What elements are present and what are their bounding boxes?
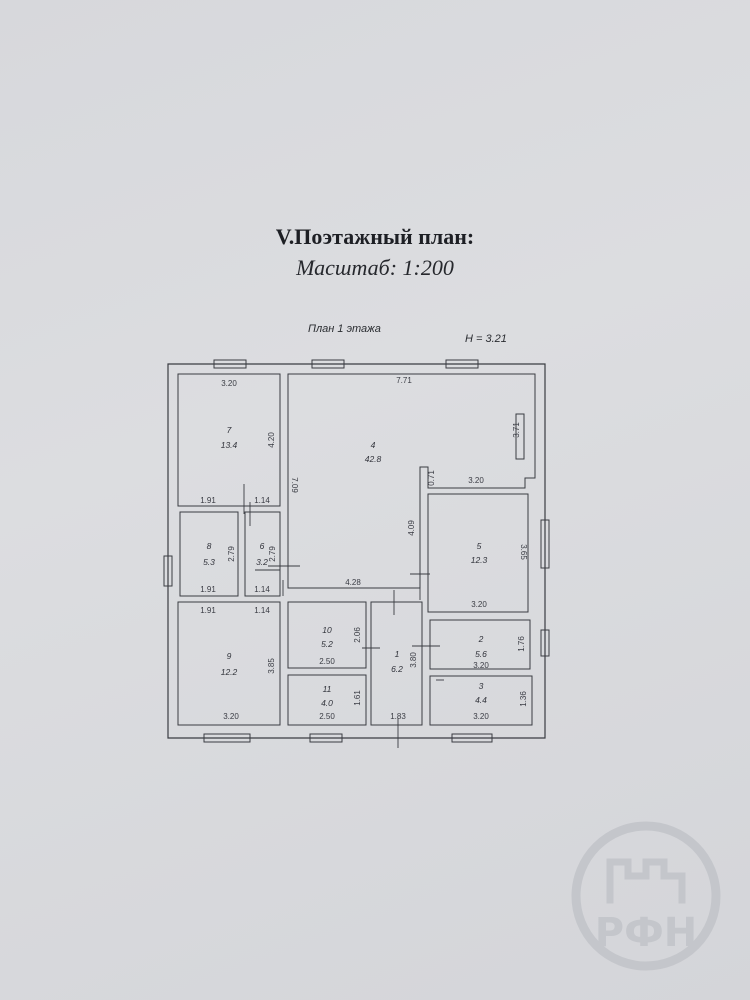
dim-r10-side: 2.06 [353, 627, 362, 643]
room-9-area: 12.2 [221, 667, 238, 677]
room-8-number: 8 [207, 541, 212, 551]
room-2-number: 2 [478, 634, 484, 644]
dim-r5-bottom: 3.20 [471, 600, 487, 609]
dim-r9-side: 3.85 [267, 658, 276, 674]
room-2-outline [429, 619, 531, 670]
logo-letters: РФН [595, 910, 697, 956]
dim-r4-right: 3.71 [512, 422, 521, 438]
dim-r1-bottom: 1.83 [390, 712, 406, 721]
dim-r4-inner: 4.09 [407, 520, 416, 536]
room-4-number: 4 [371, 440, 376, 450]
dim-r11-bottom: 2.50 [319, 712, 335, 721]
room-5-area: 12.3 [471, 555, 488, 565]
dim-r10-bottom: 2.50 [319, 657, 335, 666]
room-5-outline [427, 493, 529, 613]
dimension-labels: 3.20 4.20 1.91 1.14 2.79 2.79 1.91 1.14 … [200, 376, 528, 721]
room-1-area: 6.2 [391, 664, 403, 674]
room-11-number: 11 [323, 684, 332, 694]
room-8-outline [179, 511, 239, 597]
dim-r4-notch: 0.71 [427, 470, 436, 486]
room-9-number: 9 [227, 651, 232, 661]
room-6-area: 3.2 [256, 557, 268, 567]
room-3-number: 3 [479, 681, 484, 691]
dim-r7-bottom: 1.91 [200, 496, 216, 505]
room-labels: 7 13.4 4 42.8 8 5.3 6 3.2 5 12.3 9 12.2 … [203, 425, 487, 708]
room-11-outline [287, 674, 367, 726]
room-10-outline [287, 601, 367, 669]
room-6-number: 6 [260, 541, 265, 551]
room-4-area: 42.8 [365, 454, 382, 464]
dim-r3-bottom: 3.20 [473, 712, 489, 721]
room-3-area: 4.4 [475, 695, 487, 705]
room-1-number: 1 [395, 649, 400, 659]
room-7-number: 7 [227, 425, 232, 435]
dim-r9-top: 1.91 [200, 606, 216, 615]
dim-r6-side: 2.79 [268, 546, 277, 562]
room-7-outline [177, 373, 281, 507]
windows [163, 359, 550, 743]
doors [243, 484, 444, 748]
dim-r3-side: 1.36 [519, 691, 528, 707]
room-6-outline [244, 511, 281, 597]
room-3-outline [429, 675, 533, 726]
dim-r6-top: 1.14 [254, 496, 270, 505]
room-10-area: 5.2 [321, 639, 333, 649]
dim-r11-side: 1.61 [353, 690, 362, 706]
dim-r9-top2: 1.14 [254, 606, 270, 615]
room-1-outline [370, 601, 423, 726]
room-2-area: 5.6 [475, 649, 487, 659]
room-11-area: 4.0 [321, 698, 333, 708]
dim-r1-side: 3.80 [409, 652, 418, 668]
scale-label: Масштаб: 1:200 [296, 255, 454, 280]
dim-r5-top: 3.20 [468, 476, 484, 485]
dim-r8-bottom: 1.91 [200, 585, 216, 594]
plan-caption: План 1 этажа [308, 323, 381, 335]
dim-r7-top: 3.20 [221, 379, 237, 388]
dim-r2-side: 1.76 [517, 636, 526, 652]
org-logo-watermark: РФН [571, 821, 721, 971]
dim-r6-bottom: 1.14 [254, 585, 270, 594]
dim-r7-side: 4.20 [267, 432, 276, 448]
room-10-number: 10 [322, 625, 332, 635]
room-4-outline [287, 373, 536, 589]
dim-r9-bottom: 3.20 [223, 712, 239, 721]
page-title: V.Поэтажный план: [275, 224, 475, 249]
dim-r2-bottom: 3.20 [473, 661, 489, 670]
dim-r4-bottom: 4.28 [345, 578, 361, 587]
room-9-outline [177, 601, 281, 726]
room-8-area: 5.3 [203, 557, 215, 567]
ceiling-height-label: H = 3.21 [465, 333, 507, 345]
room-5-number: 5 [477, 541, 482, 551]
outer-wall-outline [167, 363, 546, 739]
dim-r4-top: 7.71 [396, 376, 412, 385]
dim-r8-side: 2.79 [227, 546, 236, 562]
dim-r5-side: 3.65 [519, 544, 528, 560]
room-7-area: 13.4 [221, 440, 238, 450]
dim-r4-side: 7.09 [290, 477, 299, 493]
